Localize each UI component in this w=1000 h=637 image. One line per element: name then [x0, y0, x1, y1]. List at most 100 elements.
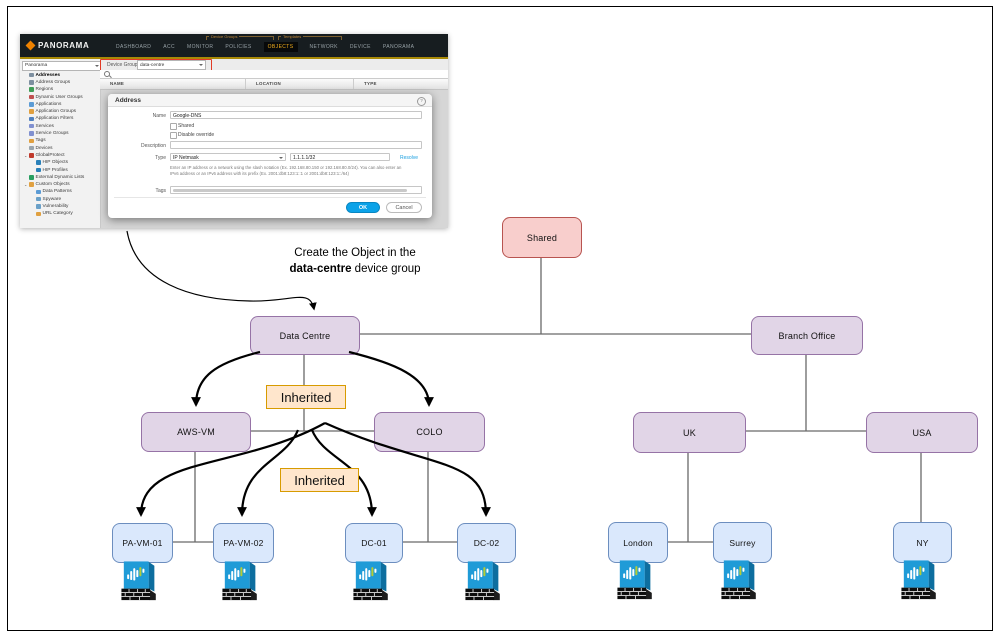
sidebar-item-globalprotect[interactable]: ⌄ GlobalProtect: [24, 152, 65, 158]
sidebar-item-applications[interactable]: Applications: [20, 101, 100, 108]
tags-label: Tags: [155, 187, 166, 194]
object-type-icon: [29, 109, 34, 114]
node-data-centre: Data Centre: [250, 316, 360, 355]
sidebar-item-devices[interactable]: Devices: [20, 144, 100, 151]
panorama-sidebar: Panorama Addresses Address Groups R: [20, 58, 102, 228]
object-type-icon: [29, 102, 34, 107]
node-dc-01: DC-01: [345, 523, 403, 563]
node-aws-vm: AWS-VM: [141, 412, 251, 452]
tab-monitor[interactable]: MONITOR: [187, 44, 214, 50]
sidebar-item-vulnerability[interactable]: Vulnerability: [20, 203, 100, 210]
tab-dashboard[interactable]: DASHBOARD: [116, 44, 152, 50]
object-type-icon: [29, 153, 34, 158]
name-field[interactable]: Google-DNS: [170, 111, 422, 119]
column-header-name: NAME: [100, 78, 246, 89]
search-icon: [104, 71, 110, 77]
tab-acc[interactable]: ACC: [163, 44, 176, 50]
object-type-icon: [29, 145, 34, 151]
help-icon[interactable]: ?: [417, 97, 426, 106]
chevron-down-icon: [199, 64, 203, 66]
column-header-type: TYPE: [364, 81, 377, 86]
sidebar-item-services[interactable]: Services: [20, 123, 100, 130]
shared-checkbox-label: Shared: [178, 123, 195, 129]
tags-empty-bar: [173, 189, 407, 192]
tab-objects[interactable]: OBJECTS: [263, 42, 298, 52]
sidebar-item-data-patterns[interactable]: Data Patterns: [20, 188, 100, 195]
firewall-icon: [350, 560, 396, 602]
node-colo: COLO: [374, 412, 485, 452]
panorama-body: Panorama Addresses Address Groups R: [20, 58, 448, 229]
sidebar-item-application-groups[interactable]: Application Groups: [20, 108, 100, 115]
shared-checkbox[interactable]: [170, 123, 177, 130]
cancel-button[interactable]: Cancel: [386, 202, 422, 213]
sidebar-item-custom-objects[interactable]: ⌄ Custom Objects: [24, 182, 70, 188]
sidebar-item-tags[interactable]: Tags: [20, 137, 100, 144]
object-type-icon: [36, 160, 41, 165]
context-selector[interactable]: Panorama: [22, 60, 102, 71]
sidebar-item-address-groups[interactable]: Address Groups: [20, 79, 100, 86]
sidebar-list: Addresses Address Groups Regions Dynamic…: [20, 72, 100, 218]
resolve-link[interactable]: Resolve: [400, 154, 419, 161]
node-pa-vm-02: PA-VM-02: [213, 523, 274, 563]
nav-group-templates: Templates: [278, 33, 342, 42]
sidebar-item-application-filters[interactable]: Application Filters: [20, 115, 100, 122]
firewall-icon: [614, 559, 660, 601]
tab-panorama[interactable]: PANORAMA: [382, 44, 415, 50]
firewall-icon: [219, 560, 265, 602]
chevron-down-icon: [95, 64, 99, 67]
object-type-icon: [29, 138, 34, 144]
disable-override-label: Disable override: [178, 132, 215, 138]
node-usa: USA: [866, 412, 978, 453]
address-dialog: Address ? Name Google-DNS Shared Disable…: [108, 94, 432, 218]
panorama-header: PANORAMA Device Groups Templates DASHBOA…: [20, 33, 448, 57]
node-uk: UK: [633, 412, 746, 453]
tab-policies[interactable]: POLICIES: [225, 44, 252, 50]
ip-netmask-field[interactable]: 1.1.1.1/32: [290, 153, 390, 161]
node-dc-02: DC-02: [457, 523, 516, 563]
sidebar-item-service-groups[interactable]: Service Groups: [20, 130, 100, 137]
ok-button[interactable]: OK: [346, 202, 380, 213]
object-type-icon: [29, 72, 34, 78]
disable-override-checkbox[interactable]: [170, 132, 177, 139]
sidebar-item-dynamic-user-groups[interactable]: Dynamic User Groups: [20, 93, 100, 100]
node-shared: Shared: [502, 217, 582, 258]
object-type-icon: [36, 167, 41, 173]
type-help-text: Enter an IP address or a network using t…: [170, 165, 402, 177]
sidebar-item-url-category[interactable]: URL Category: [20, 210, 100, 217]
panorama-nav: DASHBOARD ACC MONITOR POLICIES OBJECTS NETWOR…: [116, 42, 415, 52]
sidebar-item-addresses[interactable]: Addresses: [20, 72, 100, 79]
sidebar-item-hip-objects[interactable]: HIP Objects: [20, 159, 100, 166]
tab-device[interactable]: DEVICE: [349, 44, 371, 50]
object-type-icon: [29, 116, 34, 122]
object-type-icon: [29, 175, 34, 180]
tags-field[interactable]: [170, 186, 422, 194]
outer-border: [7, 6, 993, 631]
sidebar-item-regions[interactable]: Regions: [20, 86, 100, 93]
object-type-icon: [36, 189, 41, 195]
object-type-icon: [29, 131, 34, 136]
sidebar-item-spyware[interactable]: Spyware: [20, 196, 100, 203]
panorama-logo-icon: [25, 40, 36, 51]
object-type-icon: [29, 87, 34, 92]
node-ny: NY: [893, 522, 952, 563]
object-type-icon: [36, 204, 41, 209]
type-select[interactable]: IP Netmask: [170, 153, 286, 161]
sidebar-item-hip-profiles[interactable]: HIP Profiles: [20, 166, 100, 173]
object-type-icon: [29, 123, 34, 129]
chevron-down-icon: [279, 157, 283, 159]
sidebar-item-external-dynamic-lists[interactable]: External Dynamic Lists: [20, 174, 100, 181]
inherited-label-1: Inherited: [266, 385, 346, 409]
object-type-icon: [29, 182, 34, 187]
tab-network[interactable]: NETWORK: [309, 44, 338, 50]
firewall-icon: [898, 559, 944, 601]
annotation-text: Create the Object in the data-centre dev…: [289, 247, 421, 275]
node-london: London: [608, 522, 668, 563]
description-label: Description: [140, 142, 166, 149]
nav-group-device-groups: Device Groups: [206, 33, 274, 42]
firewall-icon: [718, 559, 764, 601]
description-field[interactable]: [170, 141, 422, 149]
expander-caret-icon: ⌄: [24, 152, 28, 158]
dialog-title: Address: [108, 94, 432, 107]
